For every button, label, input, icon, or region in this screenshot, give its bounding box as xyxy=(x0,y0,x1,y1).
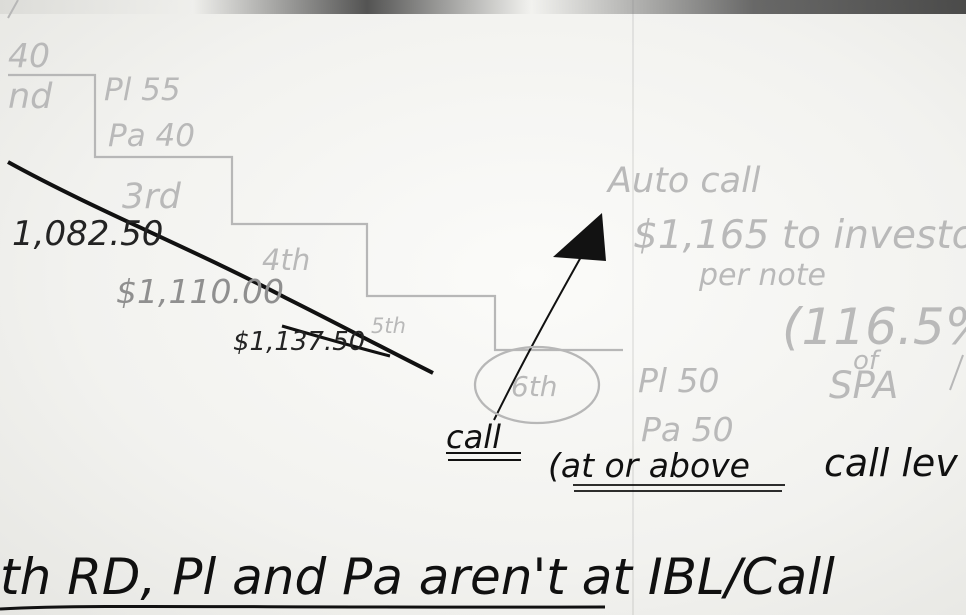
pa-second-label: Pa 50 xyxy=(641,410,734,449)
strike-through-line xyxy=(281,324,391,358)
auto-call-label: Auto call xyxy=(606,161,761,201)
declining-trend-line xyxy=(7,160,434,375)
investor-amount-label: $1,165 to investor xyxy=(633,213,966,258)
call-level-label: call lev xyxy=(824,441,958,485)
call-arrow-head xyxy=(553,213,606,261)
third-value-label: $1,137.50 xyxy=(233,327,365,357)
bottom-sentence: th RD, Pl and Pa aren't at IBL/Call xyxy=(0,548,835,606)
right-light-slash xyxy=(949,354,964,391)
vertical-crease xyxy=(632,0,634,615)
first-value-label: 1,082.50 xyxy=(12,214,163,254)
fourth-label: 4th xyxy=(262,243,310,277)
of-label: of xyxy=(853,346,882,376)
bottom-partial-writing xyxy=(0,604,606,611)
top-left-number: 40 xyxy=(8,36,50,75)
pi-second-label: Pl 50 xyxy=(638,361,720,400)
percentage-label: (116.5%) xyxy=(782,298,966,356)
call-label: call xyxy=(446,418,501,456)
fifth-label: 5th xyxy=(371,314,406,338)
sixth-circle xyxy=(473,345,601,425)
top-left-suffix: nd xyxy=(8,77,53,117)
call-underline xyxy=(446,452,521,461)
pi-first-label: Pl 55 xyxy=(104,72,181,108)
stair-step-line xyxy=(8,73,623,352)
sixth-label: 6th xyxy=(511,370,558,403)
at-or-above-label: (at or above xyxy=(548,446,750,485)
third-label: 3rd xyxy=(122,177,182,217)
second-value-label: $1,110.00 xyxy=(116,272,284,311)
above-underline xyxy=(573,484,785,492)
top-dark-band xyxy=(0,0,966,14)
per-note-label: per note xyxy=(698,258,826,293)
spa-label: SPA xyxy=(829,364,898,407)
pa-first-label: Pa 40 xyxy=(108,118,195,154)
left-light-mark xyxy=(7,0,19,19)
